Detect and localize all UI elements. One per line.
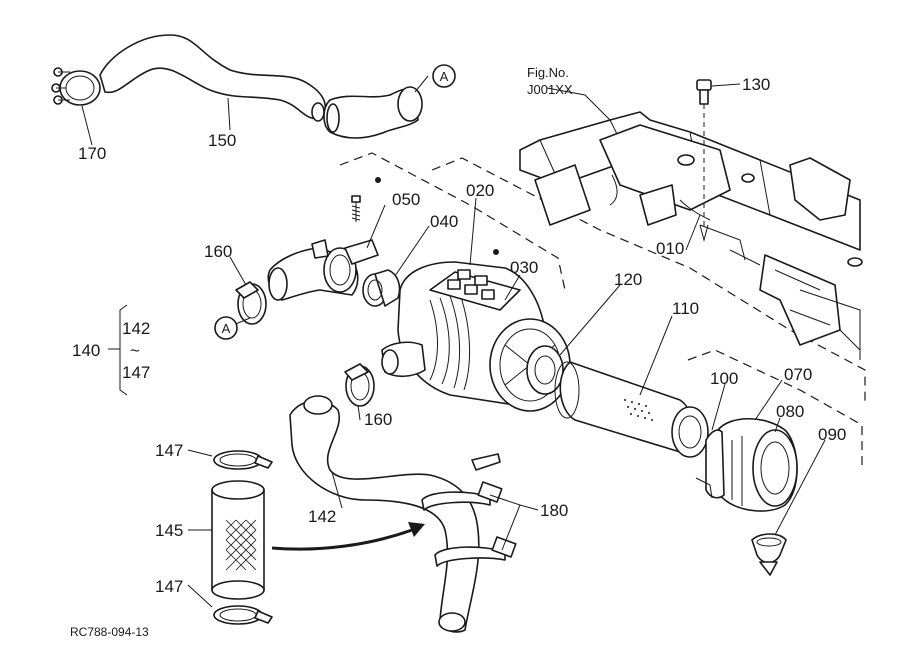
part-labels: 130 050 020 040 030 010 120 110 100 070 … [78,75,846,596]
part-label-050: 050 [392,190,420,209]
upper-hose-150 [99,34,326,122]
filter-element-110 [554,361,709,458]
part-label-160-lower: 160 [364,410,392,429]
hose-clamp-160-lower [344,363,375,407]
element-120 [526,345,564,395]
bolt-130 [696,79,712,242]
valve-090 [751,533,787,576]
assembly-arrow [271,522,425,551]
figure-reference: Fig.No. J001XX [527,65,573,97]
lower-hose-142 [289,395,501,633]
part-label-080: 080 [776,402,804,421]
elbow-pipe [323,86,423,139]
clamp-050 [344,177,381,265]
bracket-group-140: 140 142 ~ 147 [72,319,150,382]
part-label-147-upper: 147 [155,441,183,460]
bracket-tilde: ~ [130,341,140,360]
bracket-top-label: 142 [122,319,150,338]
dust-cup-070 [709,418,798,512]
part-label-142: 142 [308,507,336,526]
part-label-130: 130 [742,75,770,94]
bracket-bottom-label: 147 [122,363,150,382]
part-label-160-upper: 160 [204,242,232,261]
part-label-040: 040 [430,212,458,231]
intake-elbow [267,239,359,301]
callout-a-bottom-label: A [222,321,231,336]
part-label-170: 170 [78,144,106,163]
part-label-030: 030 [510,258,538,277]
callout-a-top-label: A [440,69,449,84]
band-100 [695,429,725,499]
bracket-parent-label: 140 [72,341,100,360]
drawing-code: RC788-094-13 [70,625,149,639]
hose-band-180 [421,481,517,567]
part-label-090: 090 [818,425,846,444]
tie-147-lower [213,605,273,625]
part-label-120: 120 [614,270,642,289]
part-label-020: 020 [466,181,494,200]
part-label-150: 150 [208,131,236,150]
figure-ref-line2: J001XX [527,82,573,97]
part-label-100: 100 [710,369,738,388]
part-label-010: 010 [656,239,684,258]
part-label-180: 180 [540,501,568,520]
callout-a-top: A [432,64,456,88]
frame-assembly [519,111,863,360]
hose-clamp-160-upper [235,281,267,325]
ring-040 [362,269,401,307]
sleeve-mesh [225,519,257,571]
tie-147-upper [213,450,273,470]
sleeve-145 [211,480,265,600]
part-label-145: 145 [155,521,183,540]
hose-clamp-170 [51,67,101,106]
part-label-070: 070 [784,365,812,384]
part-label-147-lower: 147 [155,577,183,596]
filter-perforation [624,399,653,421]
part-label-110: 110 [672,299,699,318]
figure-ref-line1: Fig.No. [527,65,569,80]
leader-lines [81,75,826,608]
callout-a-bottom: A [214,316,238,340]
assembly-dashed-outlines [339,152,866,465]
